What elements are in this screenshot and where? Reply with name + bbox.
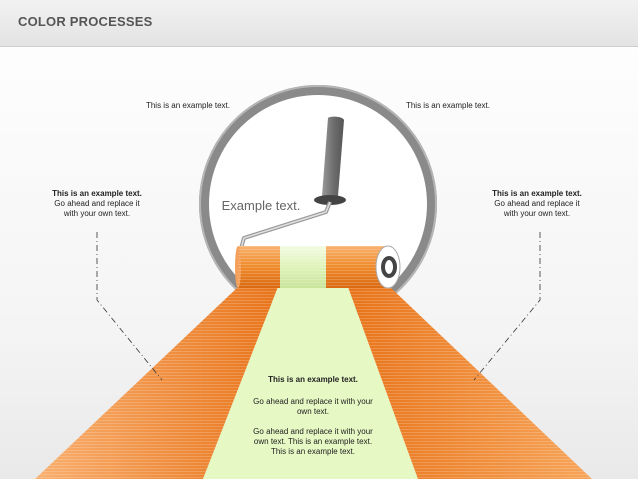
paint-roller — [235, 245, 401, 289]
connector-lines — [96, 232, 541, 381]
callout-left: This is an example text. Go ahead and re… — [38, 189, 156, 219]
callout-bottom: This is an example text. Go ahead and re… — [246, 375, 380, 457]
connector-left — [96, 232, 163, 381]
callout-bottom-body1: Go ahead and replace it with your own te… — [253, 397, 373, 416]
callout-right-body: Go ahead and replace it with your own te… — [494, 199, 580, 218]
callout-bottom-body2: Go ahead and replace it with your own te… — [253, 427, 373, 456]
green-strip-center — [203, 287, 418, 479]
roller-handle — [238, 116, 346, 253]
callout-left-title: This is an example text. — [52, 189, 142, 198]
callout-bottom-title: This is an example text. — [268, 375, 358, 384]
callout-left-body: Go ahead and replace it with your own te… — [54, 199, 140, 218]
connector-right — [473, 232, 541, 381]
label-top-left: This is an example text. — [145, 101, 231, 110]
label-center: Example text. — [221, 198, 301, 213]
paint-strips — [35, 287, 592, 479]
label-top-right: This is an example text. — [405, 101, 491, 110]
callout-right: This is an example text. Go ahead and re… — [478, 189, 596, 219]
callout-right-title: This is an example text. — [492, 189, 582, 198]
header-bar: COLOR PROCESSES — [0, 0, 638, 47]
slide-title: COLOR PROCESSES — [18, 14, 153, 29]
